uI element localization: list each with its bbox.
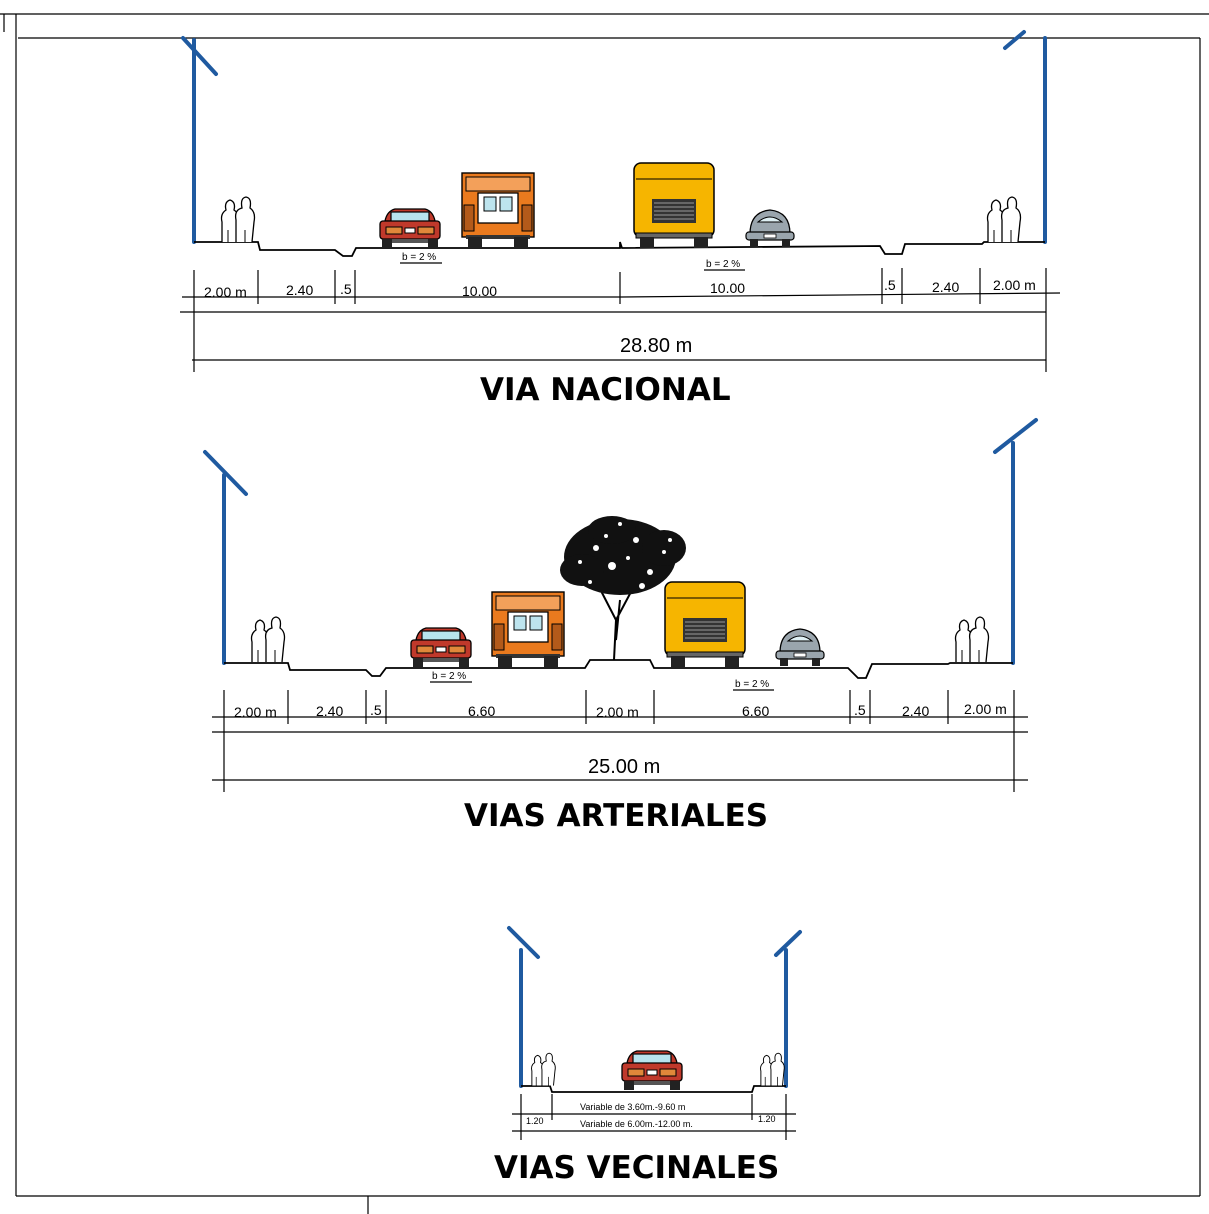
truck-icon	[491, 591, 565, 668]
tree-icon	[560, 516, 686, 661]
slope-label: b = 2 %	[432, 671, 466, 682]
dimension-label: 10.00	[462, 283, 497, 299]
street-light-icon	[993, 418, 1038, 665]
dimension-label: .5	[854, 702, 866, 718]
pedestrians-icon	[250, 616, 286, 663]
slope-label: b = 2 %	[706, 259, 740, 270]
dimension-label: 1.20	[526, 1116, 544, 1126]
dimension-label: 2.40	[932, 279, 959, 295]
total-width-label: 25.00 m	[588, 756, 660, 778]
dimension-label: 6.60	[468, 703, 495, 719]
pedestrians-icon	[986, 196, 1022, 243]
street-light-icon	[181, 36, 218, 244]
dimension-label: 2.00 m	[993, 277, 1036, 293]
beetle-car-icon	[745, 209, 795, 248]
street-light-icon	[203, 450, 248, 665]
dimension-label: 2.40	[286, 282, 313, 298]
dimension-line	[212, 690, 1028, 792]
road-profile	[224, 659, 1013, 679]
dimension-label: .5	[370, 702, 382, 718]
section-title: VIA NACIONAL	[480, 372, 731, 408]
total-width-label: 28.80 m	[620, 335, 692, 357]
dimension-label: 2.00 m	[964, 701, 1007, 717]
dimension-label: .5	[884, 277, 896, 293]
dimension-label: 2.40	[316, 703, 343, 719]
road-profile	[194, 241, 1045, 257]
section-vias-vecinales: 1.20 1.20 Variable de 3.60m.-9.60 m Vari…	[494, 926, 802, 1186]
street-light-icon	[774, 930, 802, 1088]
sheet-frame	[0, 13, 1209, 1214]
variable-width-label: Variable de 6.00m.-12.00 m.	[580, 1119, 693, 1129]
dimension-label: 1.20	[758, 1114, 776, 1124]
street-light-icon	[507, 926, 540, 1088]
section-title: VIAS ARTERIALES	[464, 798, 768, 834]
car-icon	[621, 1050, 683, 1091]
pedestrians-icon	[954, 616, 990, 663]
dimension-label: .5	[340, 281, 352, 297]
dimension-label: 2.00 m	[204, 284, 247, 300]
truck-icon	[461, 172, 535, 249]
beetle-car-icon	[775, 628, 825, 667]
variable-width-label: Variable de 3.60m.-9.60 m	[580, 1102, 685, 1112]
bus-icon	[664, 581, 746, 668]
slope-label: b = 2 %	[735, 679, 769, 690]
section-title: VIAS VECINALES	[494, 1150, 779, 1186]
pedestrians-icon	[531, 1052, 556, 1087]
car-icon	[410, 627, 472, 668]
slope-label: b = 2 %	[402, 252, 436, 263]
section-via-nacional: b = 2 % b = 2 % 2.00 m 2.40 .5 10.00 10.…	[180, 30, 1061, 408]
bus-icon	[633, 162, 715, 249]
pedestrians-icon	[220, 196, 256, 243]
car-icon	[379, 208, 441, 249]
dimension-label: 6.60	[742, 703, 769, 719]
section-vias-arteriales: b = 2 % b = 2 % 2.00 m 2.40 .5 6.60 2.00…	[203, 418, 1038, 834]
dimension-label: 2.00 m	[234, 704, 277, 720]
road-profile	[521, 1085, 786, 1093]
dimension-label: 2.00 m	[596, 704, 639, 720]
dimension-label: 10.00	[710, 280, 745, 296]
dimension-line	[512, 1094, 796, 1140]
dimension-label: 2.40	[902, 703, 929, 719]
dimension-line	[182, 268, 1061, 372]
street-light-icon	[1003, 30, 1047, 244]
pedestrians-icon	[760, 1052, 785, 1087]
